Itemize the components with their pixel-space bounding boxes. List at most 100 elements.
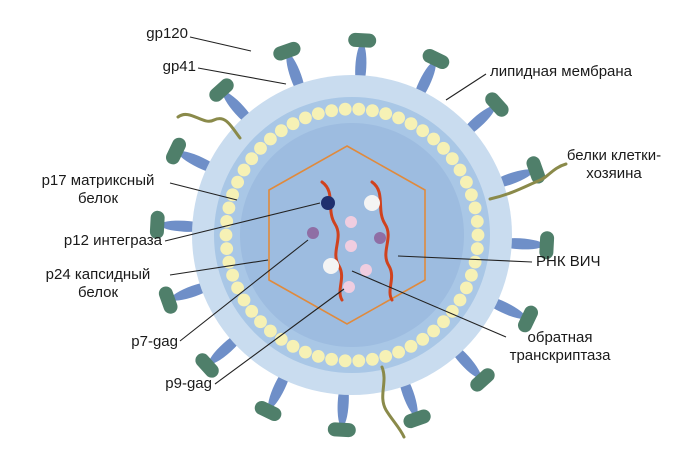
gp120-head: [195, 353, 219, 378]
matrix-bead: [325, 104, 338, 118]
gp120-head: [165, 137, 187, 165]
label-gp41: gp41: [110, 58, 196, 76]
label-rt-line1: обратная: [527, 329, 593, 346]
rt-dot: [343, 281, 355, 293]
label-p9-text: p9-gag: [165, 375, 212, 392]
matrix-bead: [437, 315, 450, 329]
label-p24-line1: p24 капсидный: [45, 266, 151, 283]
matrix-bead: [404, 117, 418, 131]
matrix-bead: [460, 175, 473, 189]
gp120-head: [539, 231, 555, 260]
label-rna-text: РНК ВИЧ: [536, 253, 601, 270]
gp120-head: [327, 422, 356, 438]
label-p12: p12 интеграза: [14, 232, 162, 250]
host-protein-strand: [488, 162, 568, 201]
leader-p24: [169, 259, 269, 276]
matrix-bead: [237, 293, 251, 307]
rna-strand: [370, 180, 394, 302]
p7-dot: [307, 227, 319, 239]
matrix-beads: [219, 102, 485, 368]
host-protein-strand: [176, 113, 242, 140]
gp120-head: [273, 41, 301, 61]
label-host-proteins-line2: хозяина: [586, 165, 642, 182]
label-p7: p7-gag: [90, 333, 178, 351]
gp120-head: [470, 368, 495, 392]
rt-dot: [360, 264, 372, 276]
matrix-bead: [427, 132, 440, 146]
matrix-bead: [465, 188, 478, 202]
gp120-head: [158, 286, 178, 314]
matrix-bead: [264, 132, 277, 146]
matrix-bead: [416, 124, 430, 138]
matrix-bead: [392, 345, 405, 359]
matrix-bead: [470, 242, 484, 256]
matrix-bead: [453, 163, 467, 177]
matrix-bead: [471, 228, 485, 242]
p7-dot: [374, 232, 386, 244]
matrix-bead: [245, 152, 259, 166]
label-p24: p24 капсидный белок: [26, 266, 170, 302]
gp120-head: [485, 92, 509, 117]
leader-p9: [214, 288, 345, 385]
matrix-bead: [220, 242, 234, 256]
leader-gp41: [197, 67, 287, 85]
gp120-head: [517, 305, 539, 333]
matrix-bead: [445, 304, 459, 318]
label-gp120: gp120: [100, 25, 188, 43]
gp120-head: [422, 48, 450, 70]
matrix-bead: [264, 324, 277, 338]
gp120-head: [348, 32, 377, 48]
label-lipid-membrane: липидная мембрана: [490, 63, 680, 81]
matrix-bead: [465, 268, 478, 282]
matrix-bead: [226, 268, 240, 282]
leader-p7: [179, 239, 309, 342]
matrix-bead: [470, 215, 484, 228]
inner-core: [240, 123, 464, 347]
matrix-bead: [286, 339, 300, 353]
matrix-bead: [404, 339, 418, 353]
matrix-bead: [416, 332, 430, 346]
leader-p17: [169, 182, 238, 201]
rt-dot: [345, 216, 357, 228]
label-reverse-transcriptase: обратная транскриптаза: [490, 329, 630, 365]
gp120-head: [254, 400, 282, 422]
matrix-bead: [274, 332, 288, 346]
matrix-bead: [237, 163, 251, 177]
label-p17-line1: p17 матриксный: [41, 172, 155, 189]
matrix-bead: [468, 255, 482, 269]
matrix-bead: [299, 111, 312, 125]
matrix-bead: [245, 304, 259, 318]
matrix-bead: [286, 117, 300, 131]
matrix-bead: [427, 324, 440, 338]
matrix-bead: [222, 201, 236, 215]
gp120-head: [209, 78, 234, 102]
matrix-bead: [338, 354, 352, 368]
integrase-dot: [321, 196, 335, 210]
leader-rt: [351, 270, 507, 338]
leader-lipid: [445, 73, 487, 101]
matrix-bead: [352, 102, 366, 116]
matrix-bead: [231, 281, 245, 295]
label-gp120-text: gp120: [146, 25, 188, 42]
matrix-bead: [379, 350, 393, 363]
matrix-bead: [274, 124, 288, 138]
label-lipid-membrane-text: липидная мембрана: [490, 63, 633, 80]
matrix-bead: [453, 293, 467, 307]
label-p9: p9-gag: [120, 375, 212, 393]
label-p17: p17 матриксный белок: [26, 172, 170, 208]
matrix-bead: [325, 352, 338, 366]
white-dot: [323, 258, 339, 274]
matrix-bead: [460, 281, 473, 295]
gp120-head: [149, 210, 165, 239]
matrix-bead: [311, 350, 325, 363]
matrix-bead: [219, 228, 233, 242]
matrix-bead: [366, 352, 379, 366]
leader-gp120: [189, 36, 252, 52]
label-p17-line2: белок: [77, 190, 119, 207]
leader-lines: [164, 36, 533, 385]
matrix-bead: [254, 141, 267, 155]
label-host-proteins-line1: белки клетки-: [566, 147, 662, 164]
label-p12-text: p12 интеграза: [63, 232, 162, 249]
